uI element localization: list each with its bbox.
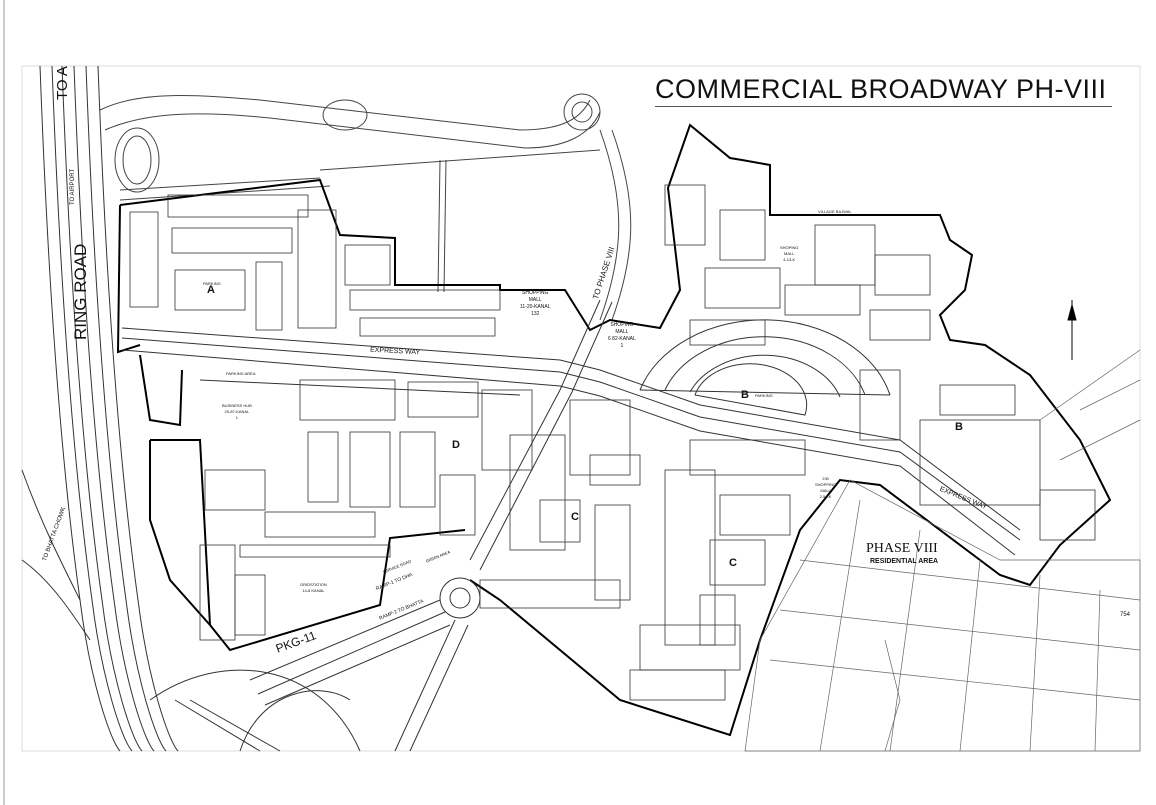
residential-area-label: RESIDENTIAL AREA	[870, 558, 939, 565]
north-arrow	[1067, 300, 1077, 360]
business-hub-label: BUSINESS HUB 25-87-KANAL 1	[222, 403, 252, 420]
map-title: COMMERCIAL BROADWAY PH-VIII	[655, 74, 1107, 104]
phase-viii-label: PHASE VIII	[866, 541, 938, 556]
title-underline	[655, 106, 1112, 107]
zone-d-label: D	[452, 439, 460, 451]
lower-roads	[149, 577, 481, 752]
zone-c-left-label: C	[571, 511, 579, 523]
zone-c-right-label: C	[729, 557, 737, 569]
top-interchange	[99, 93, 632, 321]
b-parking-arc	[639, 319, 891, 416]
village-bajwal-label: VILLAGE BAJWAL	[818, 209, 852, 214]
zone-b-right-label: B	[955, 421, 963, 433]
zone-a-label: A	[207, 284, 215, 296]
ring-road-corridor	[21, 65, 179, 752]
grid-station-label: GRIDSTATION 14-8 KANAL	[300, 582, 327, 593]
parking-a-label: PARKING	[203, 281, 221, 286]
parking-area-label: PARKING AREA	[226, 371, 256, 376]
plot-754-label: 754	[1120, 612, 1131, 618]
shopping-mall-4-label: 230 SHOPPING MALL 2.54-K	[815, 476, 837, 499]
shopping-mall-1-label: SHOPPING MALL 11-20-KANAL 132	[520, 290, 551, 317]
shopping-mall-2-label: SHOPING MALL 6 82-KANAL 1	[608, 322, 636, 349]
parking-b-label: PARKING	[755, 393, 773, 398]
residential-grid	[744, 349, 1141, 752]
to-airport-top-label: TO A	[54, 66, 71, 100]
ring-road-label: RING ROAD	[71, 243, 90, 340]
plot-blocks	[129, 184, 1096, 701]
shopping-mall-3-label: SHOPING MALL 4-13-K	[780, 245, 799, 262]
zone-b-center-label: B	[741, 389, 749, 401]
to-airport-label: TO AIRPORT	[70, 168, 76, 205]
